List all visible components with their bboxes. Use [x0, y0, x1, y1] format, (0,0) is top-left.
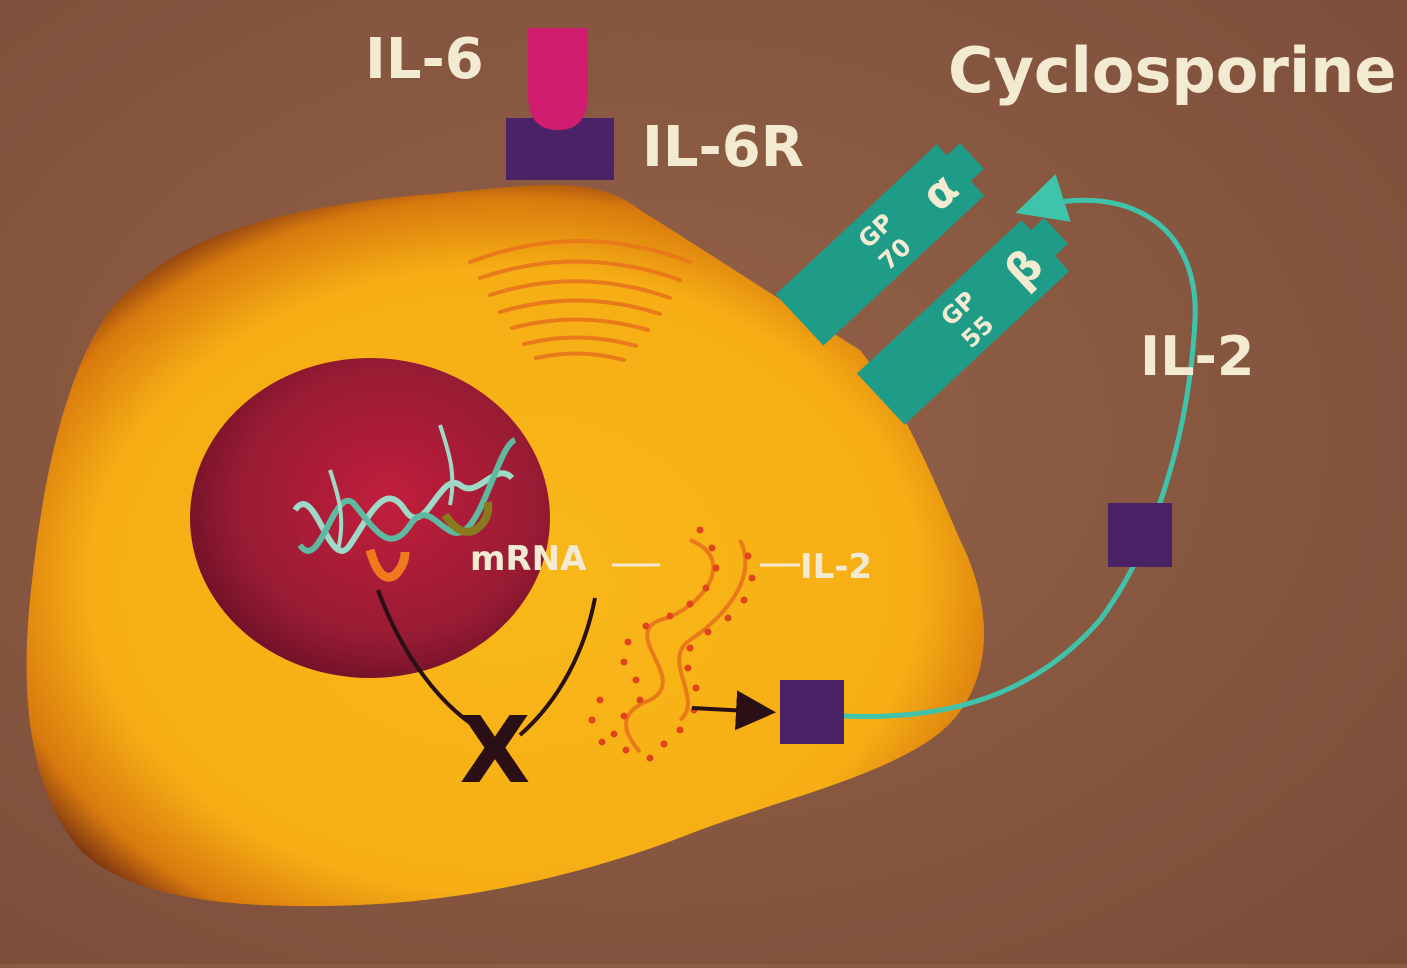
il2-internal-label: IL-2 [800, 547, 872, 587]
il6-ligand [528, 28, 588, 130]
il2-external-label: IL-2 [1140, 325, 1255, 388]
block-mark: X [460, 697, 531, 804]
il6r-label: IL-6R [642, 115, 804, 180]
il6-label: IL-6 [365, 27, 484, 92]
mrna-label: mRNA [470, 539, 587, 579]
cyclosporine-label: Cyclosporine [948, 34, 1396, 107]
il2-molecule-inside [780, 680, 844, 744]
il2-molecule-outside [1108, 503, 1172, 567]
